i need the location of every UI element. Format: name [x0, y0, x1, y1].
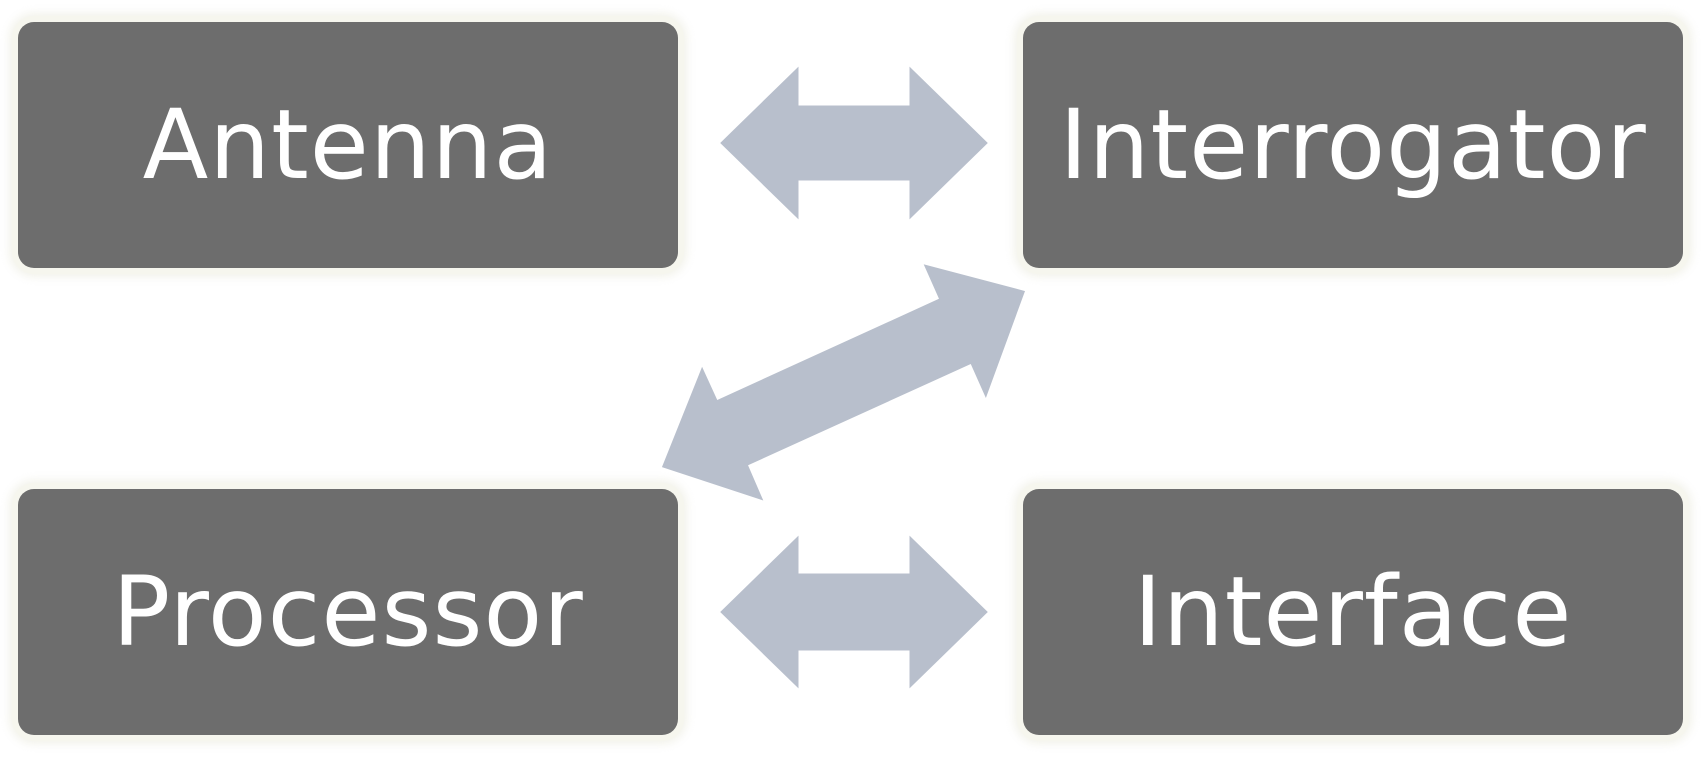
arrow-processor-interface — [715, 528, 993, 696]
node-antenna: Antenna — [18, 22, 678, 268]
node-interface: Interface — [1023, 489, 1683, 735]
arrow-interrogator-processor — [658, 259, 1029, 506]
node-processor: Processor — [18, 489, 678, 735]
node-antenna-label: Antenna — [142, 89, 554, 201]
node-processor-label: Processor — [112, 556, 584, 668]
node-interrogator: Interrogator — [1023, 22, 1683, 268]
node-interface-label: Interface — [1133, 556, 1573, 668]
node-interrogator-label: Interrogator — [1059, 89, 1647, 201]
arrow-antenna-interrogator — [715, 59, 993, 227]
